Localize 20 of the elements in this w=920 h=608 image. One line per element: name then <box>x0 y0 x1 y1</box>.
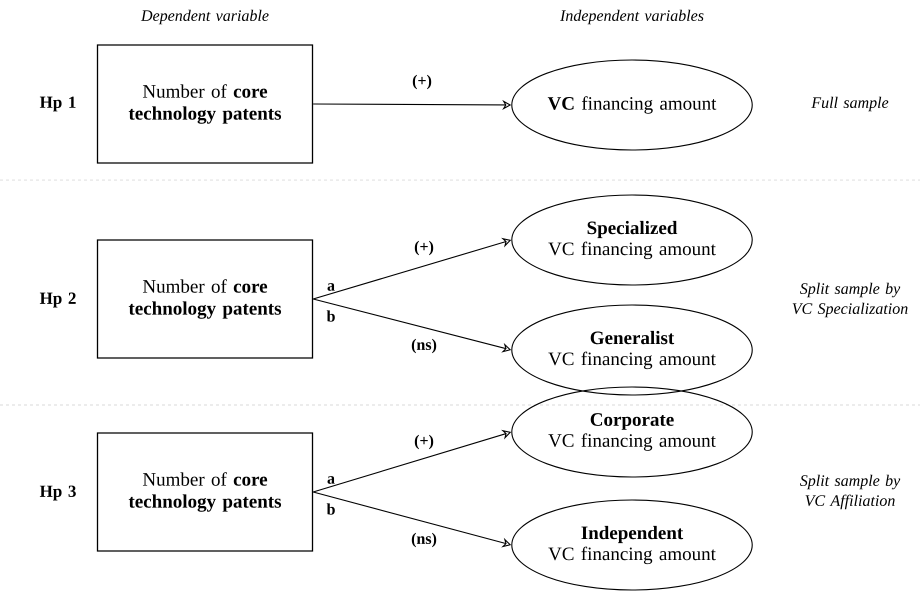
sample-note: Split sample by VC Affiliation <box>800 474 900 510</box>
edge-label: (+) <box>413 434 435 450</box>
edge-label: (ns) <box>410 532 438 548</box>
sample-note: Split sample by VC Specialization <box>792 282 908 318</box>
sample-note: Full sample <box>811 96 888 112</box>
edge-label: (+) <box>413 240 435 256</box>
path-letter: a <box>328 283 335 291</box>
hypothesis-label: Hp 2 <box>40 292 76 308</box>
axis-heading: Independent variables <box>560 10 704 24</box>
axis-heading: Dependent variable <box>140 10 269 24</box>
path-letter: b <box>326 503 335 515</box>
variable-box: Number of core technology patents <box>96 44 314 164</box>
path-letter: b <box>326 310 335 322</box>
variable-box: Number of core technology patents <box>96 239 314 359</box>
hypothesis-label: Hp 1 <box>40 96 76 112</box>
path-letter: a <box>328 476 335 484</box>
variable-box: Number of core technology patents <box>96 432 314 552</box>
edge-label: (+) <box>411 74 433 90</box>
hypothesis-label: Hp 3 <box>40 486 76 500</box>
edge-label: (ns) <box>410 338 438 354</box>
